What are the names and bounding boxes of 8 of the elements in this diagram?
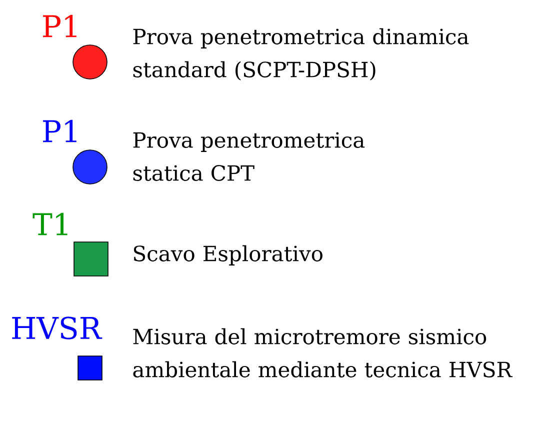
symbol-label: HVSR	[12, 316, 102, 340]
symbol-label: T1	[32, 212, 68, 236]
symbol-label: P1	[43, 14, 76, 38]
legend-text: Scavo Esplorativo	[134, 245, 322, 266]
legend-text: Prova penetrometrica statica CPT	[133, 132, 365, 181]
symbol-label: P1	[43, 120, 76, 142]
legend-text: Prova penetrometrica dinamica standard (SCPT-DPSH)	[133, 28, 469, 80]
legend-text: Misura del microtremore sismico ambientale mediante tecnica HVSR	[133, 328, 513, 378]
